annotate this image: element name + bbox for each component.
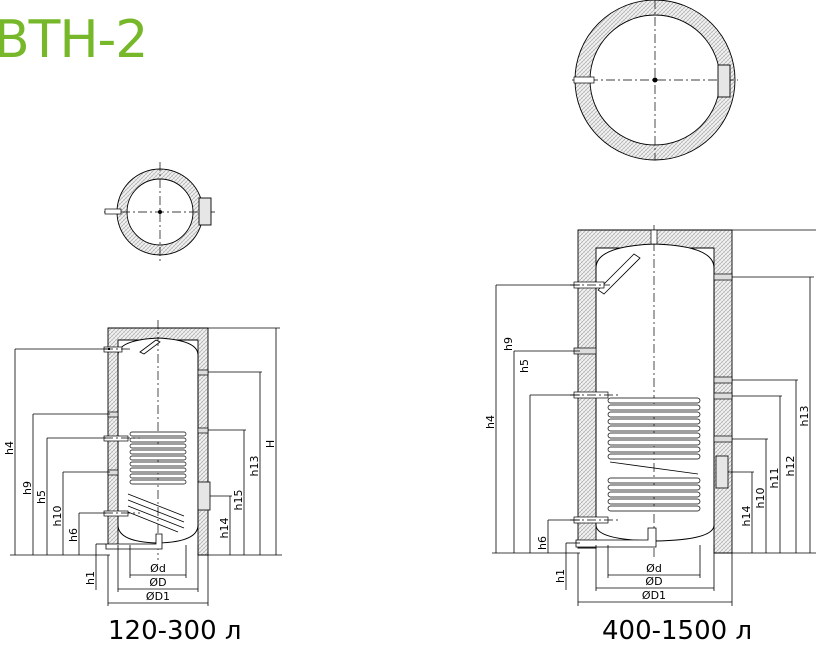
small-h15-label: h15 <box>232 490 245 511</box>
large-h14-label: h14 <box>740 506 753 527</box>
small-tank-left-dimensions: h4 h9 h5 h10 h6 h1 <box>3 348 110 590</box>
small-h14-label: h14 <box>218 518 231 539</box>
small-coil <box>127 431 187 533</box>
small-h5-label: h5 <box>35 490 48 504</box>
large-D-label: ØD <box>645 575 662 588</box>
large-d-label: Ød <box>646 562 662 575</box>
large-coil-upper <box>607 397 701 475</box>
small-h1-label: h1 <box>84 571 97 585</box>
small-tank-top-view <box>104 162 216 262</box>
large-tank-top-view <box>572 0 738 161</box>
small-tank-section <box>103 320 211 560</box>
small-tank-caption: 120-300 л <box>108 616 242 646</box>
large-h1-label: h1 <box>554 569 567 583</box>
large-h9-label: h9 <box>502 337 515 351</box>
large-h11-label: h11 <box>768 468 781 489</box>
large-h4-label: h4 <box>484 415 497 429</box>
small-h13-label: h13 <box>248 456 261 477</box>
large-coil-lower <box>607 477 701 512</box>
small-D1-label: ØD1 <box>146 590 170 603</box>
small-H-label: H <box>264 440 277 448</box>
large-tank-bottom-dimensions: Ød ØD ØD1 <box>577 545 733 606</box>
large-tank-section <box>570 225 733 560</box>
large-tank-left-dimensions: h4 h9 h5 h6 h1 <box>484 284 580 590</box>
small-h4-label: h4 <box>3 441 16 455</box>
small-h6-label: h6 <box>67 528 80 542</box>
large-h6-label: h6 <box>536 536 549 550</box>
small-D-label: ØD <box>149 576 166 589</box>
product-title: BTH-2 <box>0 10 148 70</box>
small-tank-right-dimensions: H h13 h15 h14 <box>208 327 282 556</box>
large-h5-label: h5 <box>518 359 531 373</box>
small-h10-label: h10 <box>51 506 64 527</box>
large-D1-label: ØD1 <box>642 589 666 602</box>
small-d-label: Ød <box>150 562 166 575</box>
small-h9-label: h9 <box>21 481 34 495</box>
large-tank-caption: 400-1500 л <box>602 616 753 646</box>
large-h12-label: h12 <box>784 456 797 477</box>
large-h13-label: h13 <box>798 406 811 427</box>
small-tank-bottom-dimensions: Ød ØD ØD1 <box>107 545 209 606</box>
large-h10-label: h10 <box>754 488 767 509</box>
large-tank-right-dimensions: h13 h12 h11 h10 h14 <box>728 229 816 554</box>
